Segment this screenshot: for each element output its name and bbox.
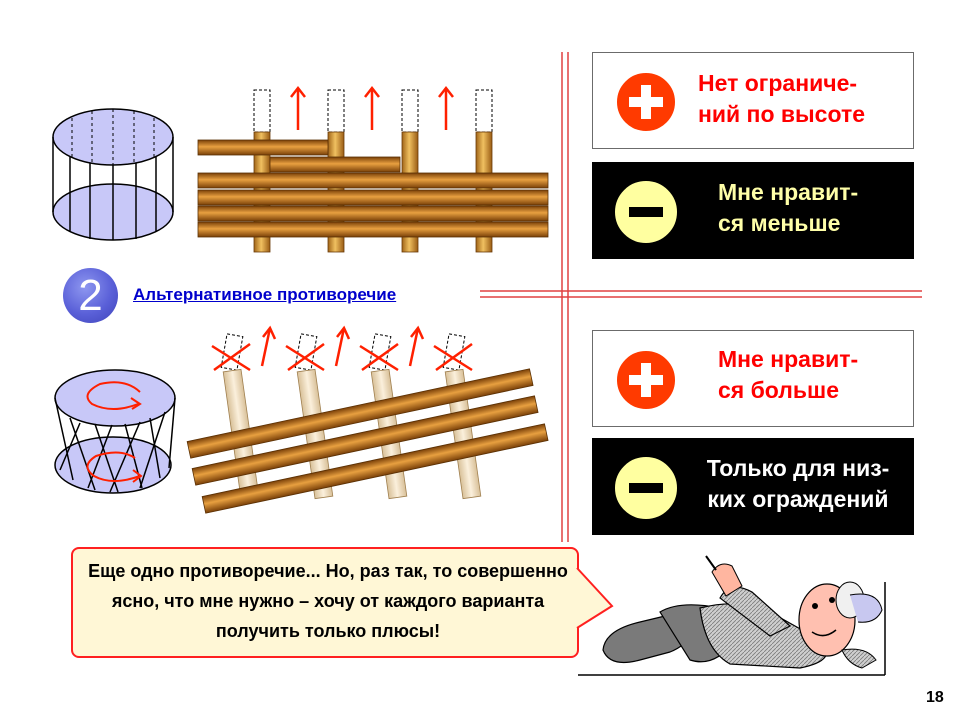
page-number: 18	[926, 689, 944, 706]
plus-sign-icon	[615, 71, 677, 133]
minus-sign-icon	[615, 181, 677, 243]
cross-mark-icon	[211, 342, 473, 372]
pro-text-vertical: Нет ограниче- ний по высоте	[698, 70, 865, 127]
speech-text: Еще одно противоречие... Но, раз так, то…	[88, 561, 568, 641]
speech-bubble	[71, 547, 579, 658]
up-arrow-icon	[290, 85, 454, 130]
pro-text-diagonal: Мне нравит- ся больше	[718, 346, 859, 403]
step-number-badge: 2	[63, 268, 118, 323]
con-text-diagonal: Только для низ- ких ограждений	[706, 455, 890, 512]
up-arrow-icon	[260, 325, 425, 367]
alternative-contradiction-link[interactable]: Альтернативное противоречие	[133, 285, 397, 304]
plus-sign-icon	[615, 349, 677, 411]
minus-sign-icon	[615, 457, 677, 519]
rotation-arrow-icon	[86, 381, 143, 483]
con-text-vertical: Мне нравит- ся меньше	[718, 179, 859, 236]
